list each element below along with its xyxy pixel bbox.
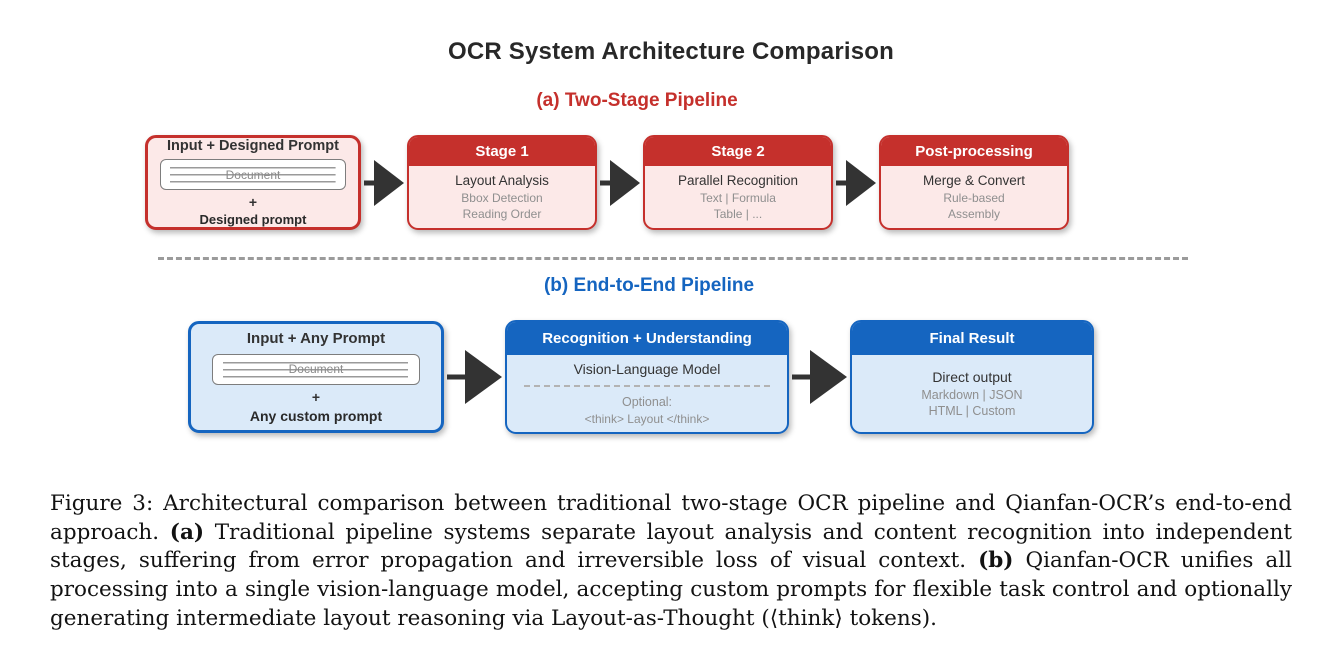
stage-1-line2: Bbox Detection [461,190,543,205]
stage-1-box: Stage 1 Layout Analysis Bbox Detection R… [407,135,597,230]
post-processing-line2: Rule-based [943,190,1005,205]
stage-2-line2: Text | Formula [700,190,776,205]
figure-caption: Figure 3: Architectural comparison betwe… [50,490,1292,633]
optional-label: Optional: [621,394,673,409]
input-designed-prompt-box: Input + Designed Prompt Document + Desig… [145,135,361,230]
stage-2-body: Parallel Recognition Text | Formula Tabl… [645,166,831,228]
stage-2-line3: Table | ... [713,207,763,221]
document-widget: Document [160,159,346,191]
final-result-box: Final Result Direct output Markdown | JS… [850,320,1094,434]
plus-sign: + [248,194,258,211]
stage-1-line1: Layout Analysis [455,173,549,188]
post-processing-header: Post-processing [881,137,1067,166]
direct-output-label: Direct output [932,369,1012,385]
stage-2-line1: Parallel Recognition [677,173,799,188]
pipeline-a-row: Input + Designed Prompt Document + Desig… [0,135,1278,230]
final-result-body: Direct output Markdown | JSON HTML | Cus… [852,355,1092,432]
stage-1-body: Layout Analysis Bbox Detection Reading O… [409,166,595,228]
final-result-header: Final Result [852,322,1092,355]
document-widget: Document [212,353,420,385]
caption-text: Figure 3: Architectural comparison betwe… [50,491,1292,545]
caption-bold-b: (b) [978,548,1014,574]
pipeline-a-label: (a) Two-Stage Pipeline [536,90,738,111]
flow-arrow-icon [364,159,404,207]
document-label: Document [225,167,281,182]
output-formats-line2: HTML | Custom [928,404,1016,418]
recognition-understanding-body: Vision-Language Model Optional: <think> … [507,355,787,432]
flow-arrow-icon [600,159,640,207]
optional-divider [523,385,771,388]
pipeline-divider [158,257,1188,260]
any-custom-prompt-label: Any custom prompt [249,408,383,425]
figure-title: OCR System Architecture Comparison [447,38,895,65]
post-processing-box: Post-processing Merge & Convert Rule-bas… [879,135,1069,230]
recognition-understanding-header: Recognition + Understanding [507,322,787,355]
post-processing-line1: Merge & Convert [922,173,1026,188]
flow-arrow-icon [792,349,847,405]
input-box-title: Input + Designed Prompt [167,138,339,155]
flow-arrow-icon [447,349,502,405]
designed-prompt-label: Designed prompt [199,211,307,227]
stage-2-header: Stage 2 [645,137,831,166]
input-any-prompt-box: Input + Any Prompt Document + Any custom… [188,321,444,433]
pipeline-b-label: (b) End-to-End Pipeline [543,275,755,296]
stage-1-header: Stage 1 [409,137,595,166]
document-label: Document [288,362,344,377]
caption-text: Traditional pipeline systems separate la… [50,519,1292,574]
recognition-understanding-box: Recognition + Understanding Vision-Langu… [505,320,789,434]
stage-2-box: Stage 2 Parallel Recognition Text | Form… [643,135,833,230]
post-processing-body: Merge & Convert Rule-based Assembly [881,166,1067,228]
input-box-title: Input + Any Prompt [246,329,386,347]
plus-sign: + [311,388,321,405]
vlm-label: Vision-Language Model [573,360,721,377]
post-processing-line3: Assembly [947,207,1000,221]
flow-arrow-icon [836,159,876,207]
pipeline-b-row: Input + Any Prompt Document + Any custom… [0,320,1312,434]
caption-text: Qianfan-OCR unifies all processing into … [50,548,1292,631]
caption-bold-a: (a) [169,519,205,545]
think-layout-label: <think> Layout </think> [584,412,710,427]
stage-1-line3: Reading Order [462,207,542,221]
output-formats-line1: Markdown | JSON [921,387,1023,402]
